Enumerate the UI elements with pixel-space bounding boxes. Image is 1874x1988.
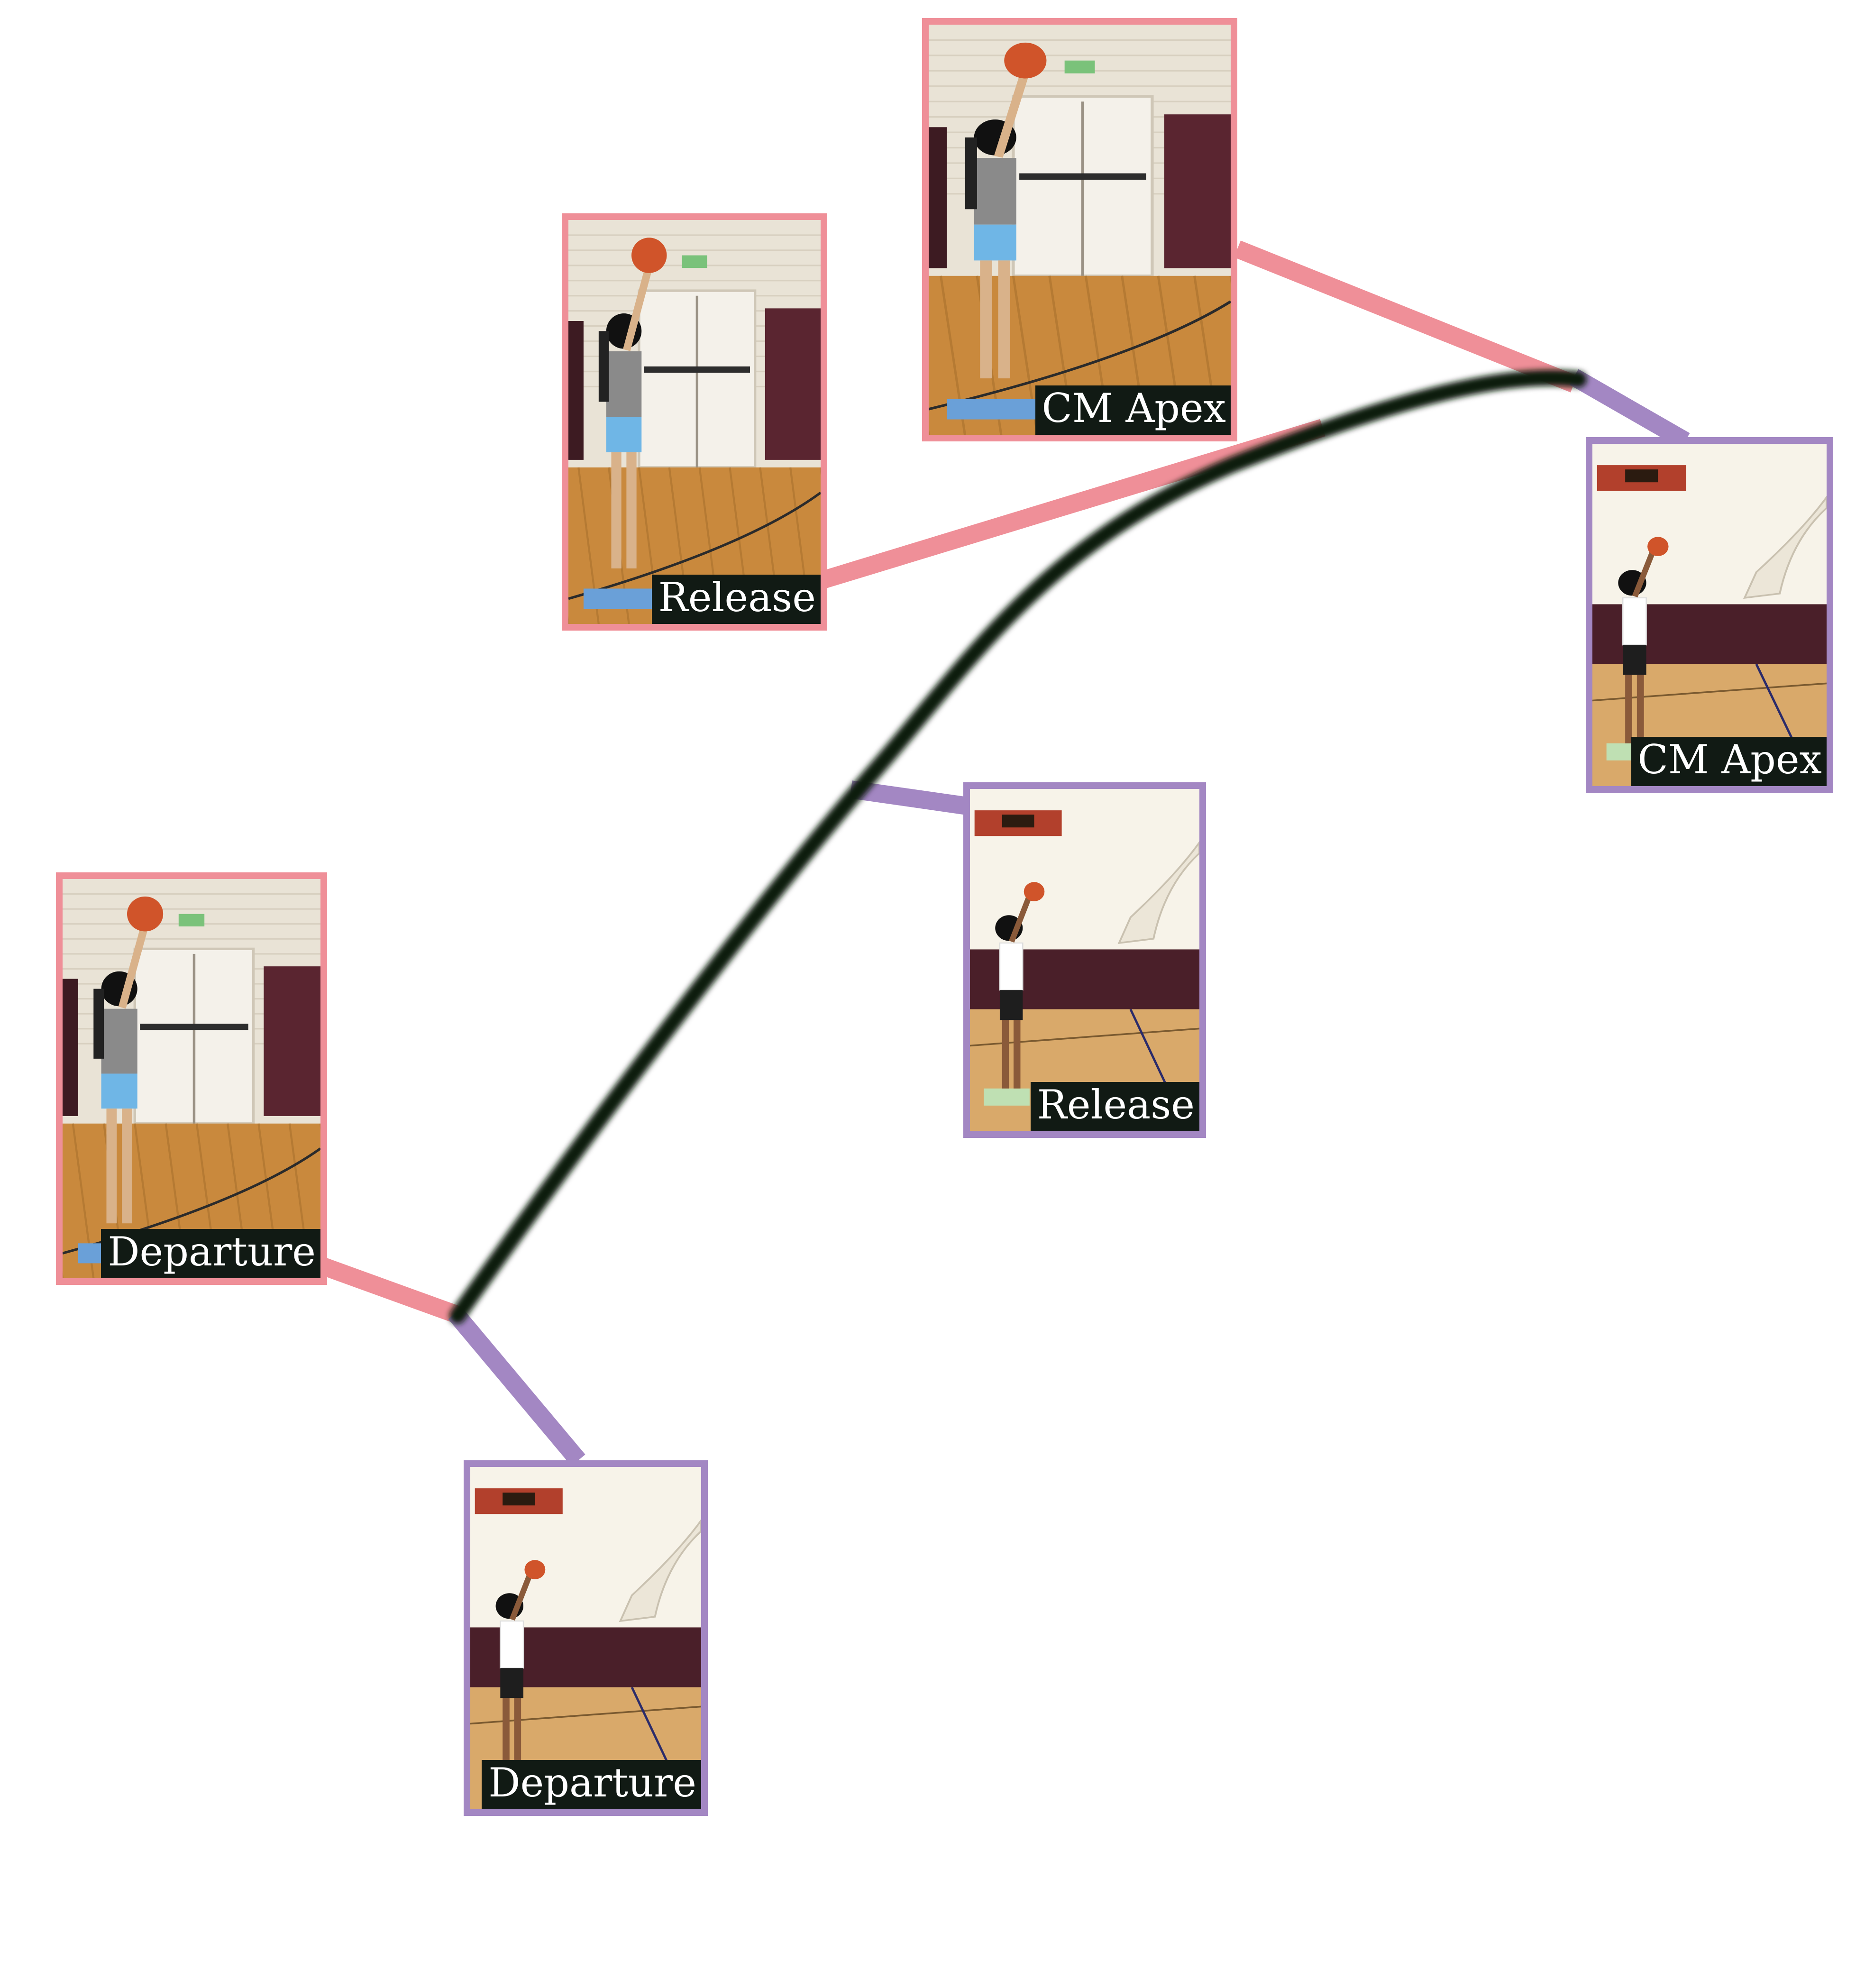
frame-a-apex: CM Apex	[922, 18, 1237, 441]
leader-line-a-apex	[1234, 240, 1578, 393]
leader-line-b-departure	[448, 1307, 585, 1466]
leader-line-b-apex	[1569, 369, 1690, 449]
frame-a-departure: Departure	[56, 872, 327, 1285]
frame-label: Departure	[482, 1760, 701, 1809]
frame-b-departure: Departure	[464, 1460, 708, 1816]
frame-a-release: Release	[562, 213, 827, 631]
frame-b-release: Release	[963, 782, 1206, 1138]
frame-label: CM Apex	[1035, 385, 1231, 435]
frame-photo	[970, 789, 1199, 1131]
frame-label: CM Apex	[1631, 737, 1827, 786]
frame-label: Departure	[101, 1229, 320, 1278]
frame-b-apex: CM Apex	[1586, 437, 1833, 793]
frame-photo	[1592, 444, 1827, 786]
frame-photo	[63, 879, 320, 1278]
leader-line-a-departure	[319, 1257, 463, 1324]
frame-label: Release	[1030, 1082, 1199, 1131]
leader-line-a-release	[817, 419, 1326, 590]
frame-label: Release	[651, 575, 821, 624]
frame-photo	[929, 25, 1231, 435]
leader-line-b-release	[850, 780, 969, 815]
frame-photo	[568, 220, 821, 624]
frame-photo	[470, 1467, 701, 1809]
trajectory-curve	[449, 369, 1587, 1324]
